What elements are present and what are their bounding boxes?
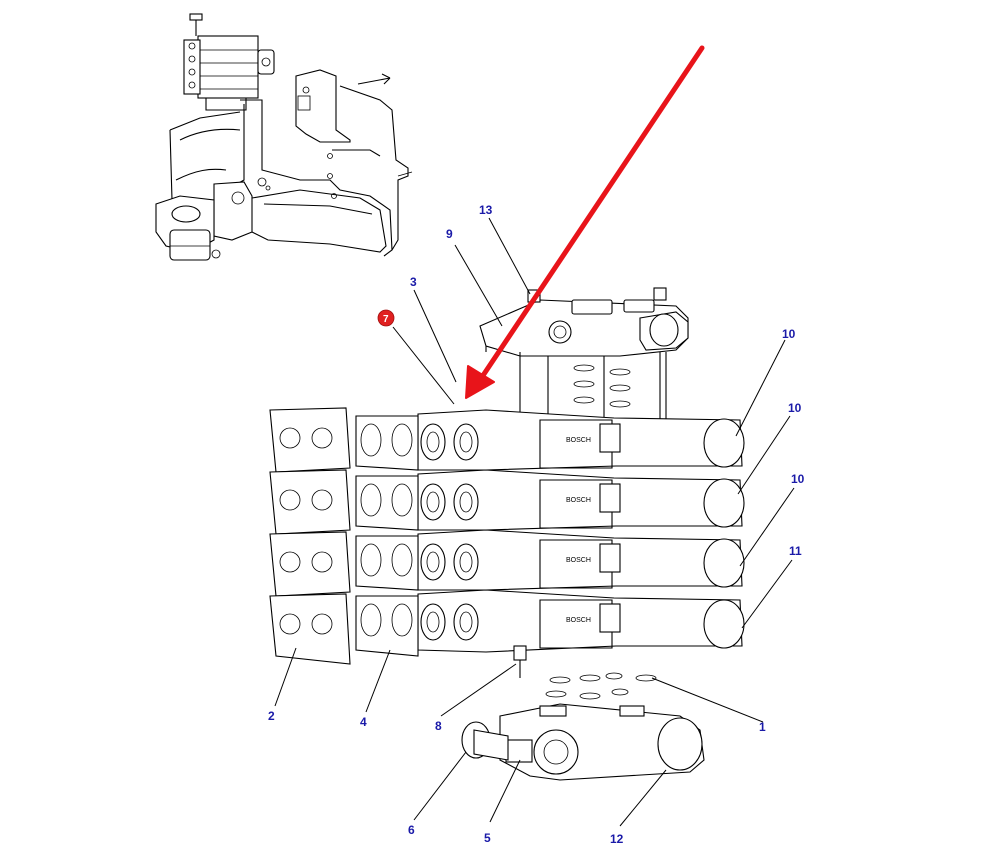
fitting-8 (513, 645, 527, 678)
callout-12: 12 (610, 832, 624, 846)
callout-1: 1 (759, 720, 766, 734)
callout-2: 2 (268, 709, 275, 723)
callout-11: 11 (789, 544, 802, 558)
o-rings (545, 672, 657, 700)
intermediate-plates (355, 415, 419, 657)
locator-inset (155, 13, 413, 261)
callout-10-middle: 10 (788, 401, 802, 415)
callout-7: 7 (383, 314, 389, 325)
valve-section-4: BOSCH (417, 589, 745, 653)
top-cover-plate (479, 287, 689, 420)
inset-direction-arrow (357, 73, 391, 85)
leader-lines (274, 217, 795, 827)
callout-8: 8 (435, 719, 442, 733)
highlight-badge-7: 7 (377, 309, 395, 327)
valve-section-1: BOSCH (417, 409, 745, 471)
inset-valve-stack (183, 13, 275, 99)
callout-13: 13 (479, 203, 493, 217)
inlet-section (461, 703, 705, 781)
svg-text:BOSCH: BOSCH (566, 617, 591, 624)
callout-9: 9 (446, 227, 453, 241)
svg-text:BOSCH: BOSCH (566, 437, 591, 444)
callout-labels: 1 2 3 4 5 6 8 9 10 10 10 11 12 13 7 (268, 203, 805, 846)
svg-text:BOSCH: BOSCH (566, 557, 591, 564)
svg-text:BOSCH: BOSCH (566, 497, 591, 504)
valve-section-2: BOSCH (417, 469, 745, 531)
valve-section-3: BOSCH (417, 529, 745, 591)
callout-4: 4 (360, 715, 367, 729)
callout-5: 5 (484, 831, 491, 845)
callout-6: 6 (408, 823, 415, 837)
end-covers (269, 407, 351, 665)
callout-10-lower: 10 (791, 472, 805, 486)
callout-10-top: 10 (782, 327, 796, 341)
callout-3: 3 (410, 275, 417, 289)
highlight-arrow (465, 45, 705, 399)
